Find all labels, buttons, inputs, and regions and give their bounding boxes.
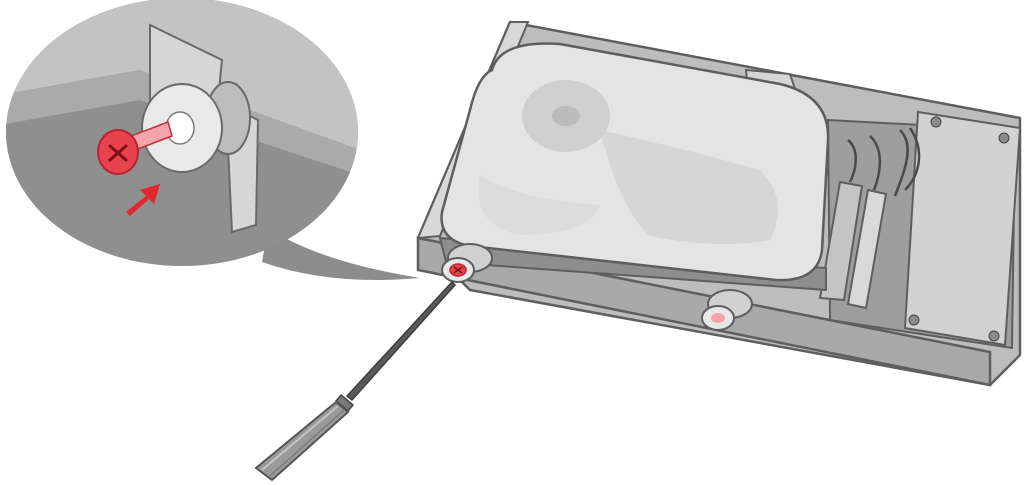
power-connector (846, 188, 888, 310)
screw-icon (97, 121, 173, 175)
insert-direction-arrow-icon (126, 184, 160, 216)
screwdriver-icon (254, 280, 457, 482)
controller-board (903, 110, 1022, 347)
data-connector (818, 180, 864, 302)
hard-drive (438, 42, 830, 292)
mounting-screw-front-right (701, 289, 753, 331)
callout-pointer (262, 228, 420, 280)
cables (847, 127, 921, 197)
mounting-screw-front-left (441, 243, 493, 283)
detail-callout (6, 0, 420, 280)
